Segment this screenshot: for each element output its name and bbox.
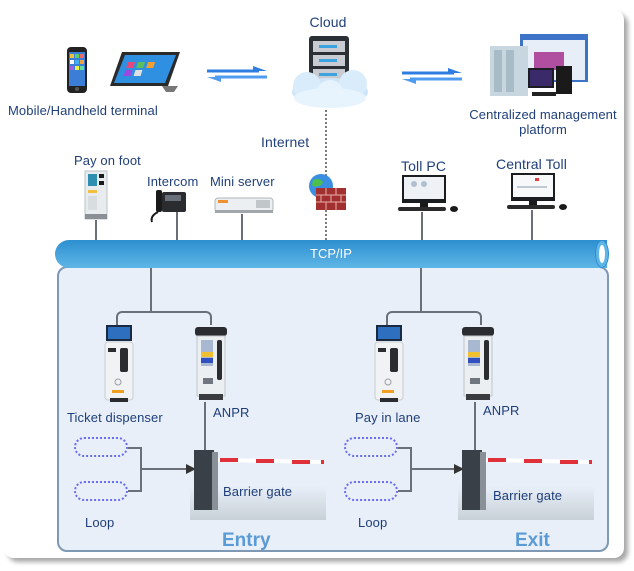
loop-detector-1 xyxy=(74,437,128,457)
loop-connector xyxy=(398,447,412,492)
tcp-ip-label: TCP/IP xyxy=(310,246,352,261)
arrow-right-icon xyxy=(454,464,464,474)
desk-phone-icon xyxy=(150,190,186,223)
mini-server-icon xyxy=(214,197,274,213)
intercom-label: Intercom xyxy=(147,174,199,189)
desktop-pc-icon xyxy=(398,175,458,212)
bidirectional-arrow-icon xyxy=(207,66,267,82)
ticket-dispenser-label: Ticket dispenser xyxy=(67,410,163,425)
connector-line xyxy=(95,220,97,240)
connector-line xyxy=(531,210,533,240)
pay-on-foot-label: Pay on foot xyxy=(74,153,141,168)
barrier-gate-entry-label: Barrier gate xyxy=(223,484,293,499)
mini-server-label: Mini server xyxy=(210,174,275,189)
platform-label-line1: Centralized management xyxy=(469,107,617,122)
anpr-camera-icon xyxy=(195,327,227,400)
loop-detector-3 xyxy=(344,437,398,457)
connector-line xyxy=(421,212,423,240)
loop-detector-4 xyxy=(344,481,398,501)
connector-line xyxy=(241,214,243,240)
loop-detector-2 xyxy=(74,481,128,501)
connector-line xyxy=(420,268,422,312)
barrier-gate-icon xyxy=(458,450,594,520)
loop-arrow-line xyxy=(412,468,456,470)
bidirectional-arrow-icon xyxy=(402,68,462,84)
mobile-terminal-label: Mobile/Handheld terminal xyxy=(8,103,158,118)
pay-in-lane-icon xyxy=(374,325,404,402)
arrow-right-icon xyxy=(186,464,196,474)
cloud-label: Cloud xyxy=(309,14,347,30)
server-workstation-icon xyxy=(490,34,588,96)
loop-exit-label: Loop xyxy=(358,515,388,530)
connector-branch xyxy=(386,311,482,325)
anpr-camera-icon xyxy=(462,327,494,400)
barrier-gate-exit-label: Barrier gate xyxy=(493,488,563,503)
internet-label: Internet xyxy=(261,134,310,150)
connector-line xyxy=(176,212,178,240)
barrier-gate-icon xyxy=(190,450,326,520)
anpr-entry-label: ANPR xyxy=(213,405,250,420)
ticket-dispenser-icon xyxy=(104,325,134,402)
tcp-ip-bus-end-hole xyxy=(599,245,605,263)
entry-title: Entry xyxy=(222,530,271,551)
platform-label-line2: platform xyxy=(519,122,567,137)
phone-icon xyxy=(67,47,87,93)
exit-title: Exit xyxy=(515,530,550,551)
globe-firewall-icon xyxy=(309,174,346,210)
connector-line xyxy=(150,268,152,312)
cloud-server-icon xyxy=(292,36,368,108)
tablet-icon xyxy=(110,52,180,92)
loop-connector xyxy=(128,447,142,492)
connector-branch xyxy=(116,311,212,325)
connector-line xyxy=(204,402,206,452)
loop-entry-label: Loop xyxy=(85,515,115,530)
toll-pc-label: Toll PC xyxy=(401,158,447,174)
desktop-pc-icon xyxy=(507,173,567,210)
tcp-ip-bus xyxy=(55,240,607,268)
central-toll-label: Central Toll xyxy=(496,156,567,172)
anpr-exit-label: ANPR xyxy=(483,403,520,418)
kiosk-icon xyxy=(84,170,108,220)
loop-arrow-line xyxy=(142,468,188,470)
pay-in-lane-label: Pay in lane xyxy=(355,410,421,425)
connector-line xyxy=(474,402,476,452)
internet-link-line xyxy=(325,110,327,240)
